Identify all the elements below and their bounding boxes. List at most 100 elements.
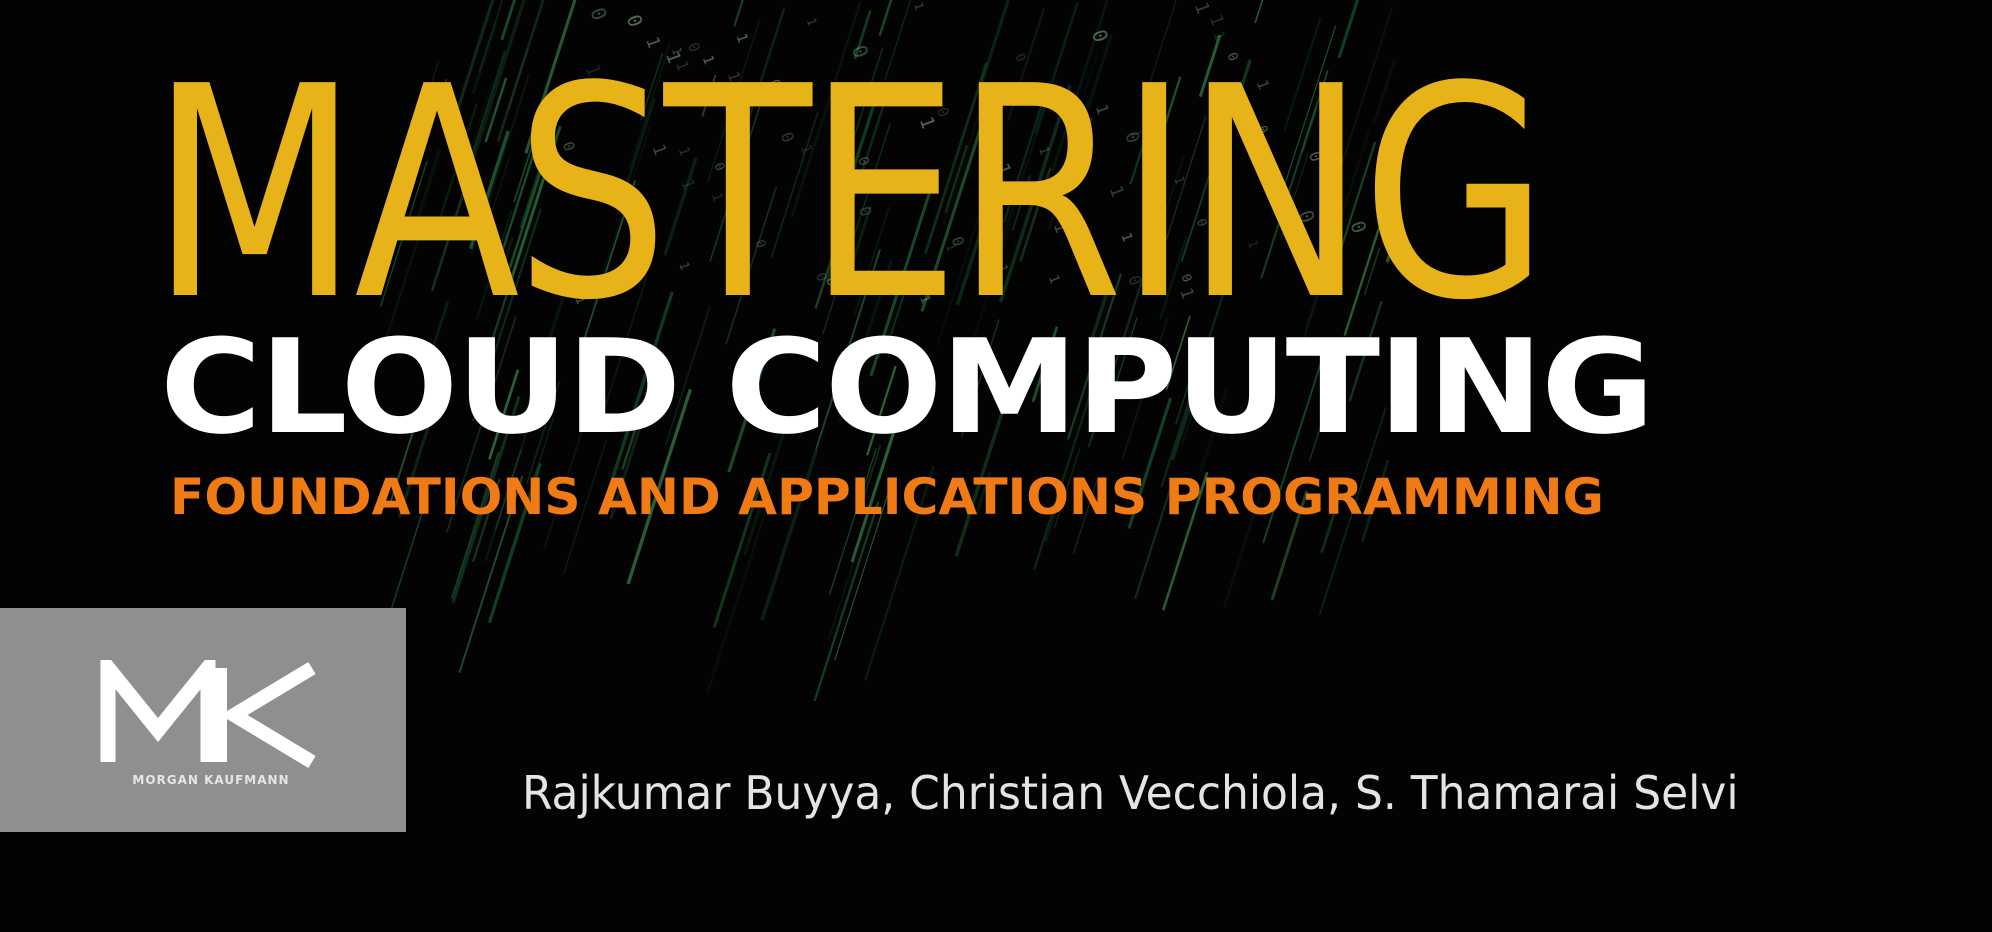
rain-streak xyxy=(482,289,516,390)
rain-streak xyxy=(484,367,549,562)
rain-streak xyxy=(965,184,1024,362)
rain-streak xyxy=(1053,446,1081,529)
rain-streak xyxy=(815,248,881,450)
rain-streak xyxy=(1262,346,1327,544)
rain-streak xyxy=(1373,59,1397,123)
rain-streak xyxy=(1223,493,1262,608)
rain-streak xyxy=(955,232,982,306)
rain-streak xyxy=(746,6,786,124)
rain-streak xyxy=(456,0,495,109)
rain-streak xyxy=(990,92,1051,273)
rain-streak xyxy=(430,166,473,292)
rain-streak xyxy=(975,471,992,516)
rain-streak xyxy=(1281,25,1337,194)
rain-streak xyxy=(853,10,872,60)
rain-streak xyxy=(1051,0,1109,172)
rain-streak xyxy=(1089,292,1109,342)
rain-streak xyxy=(521,285,569,423)
title-main: MASTERING xyxy=(150,24,1549,364)
rain-streak xyxy=(954,388,1012,557)
rain-streak xyxy=(841,47,884,175)
rain-streak xyxy=(1360,459,1390,542)
rain-streak xyxy=(1146,76,1182,180)
rain-streak xyxy=(1304,129,1371,330)
rain-streak xyxy=(814,170,861,309)
rain-streak xyxy=(1108,317,1138,407)
rain-streak xyxy=(1127,397,1173,530)
rain-streak xyxy=(853,206,891,316)
rain-streak xyxy=(790,1,862,218)
rain-streak xyxy=(920,124,983,312)
rain-glyph: 1 xyxy=(1190,0,1213,17)
rain-streak xyxy=(841,205,873,294)
rain-streak xyxy=(379,232,422,356)
rain-streak xyxy=(469,84,492,152)
rain-streak xyxy=(760,449,819,621)
rain-streak xyxy=(450,451,500,599)
rain-streak xyxy=(496,0,545,142)
rain-streak xyxy=(936,150,1001,346)
rain-streak xyxy=(1066,273,1123,440)
rain-streak xyxy=(770,111,819,259)
rain-streak xyxy=(828,448,877,595)
rain-streak xyxy=(838,259,893,423)
rain-streak xyxy=(1270,490,1309,601)
rain-streak xyxy=(707,18,761,183)
rain-streak xyxy=(600,291,674,511)
rain-streak xyxy=(1087,355,1103,399)
rain-streak xyxy=(1336,141,1377,262)
rain-streak xyxy=(866,365,897,456)
rain-streak xyxy=(471,20,498,95)
rain-streak xyxy=(1034,2,1079,134)
rain-streak xyxy=(944,144,968,213)
rain-streak xyxy=(1160,273,1231,488)
rain-streak xyxy=(640,52,664,121)
rain-streak xyxy=(1121,318,1169,459)
rain-streak xyxy=(451,395,521,604)
rain-streak xyxy=(507,48,529,111)
rain-streak xyxy=(597,276,648,427)
rain-streak xyxy=(864,466,935,681)
rain-streak xyxy=(379,161,428,308)
rain-streak xyxy=(1318,407,1387,616)
rain-streak xyxy=(1153,156,1185,250)
rain-streak xyxy=(1011,174,1032,232)
rain-streak xyxy=(960,319,1000,437)
rain-streak xyxy=(1348,300,1383,402)
rain-streak xyxy=(470,74,530,254)
rain-streak xyxy=(1181,150,1218,262)
rain-streak xyxy=(582,180,636,345)
rain-streak xyxy=(1198,389,1229,472)
rain-streak xyxy=(543,405,591,550)
rain-streak xyxy=(445,316,517,533)
rain-streak xyxy=(397,399,439,518)
rain-streak xyxy=(509,125,562,283)
rain-streak xyxy=(834,487,891,661)
rain-glyph: 0 xyxy=(585,4,611,23)
rain-streak xyxy=(591,125,651,309)
rain-streak xyxy=(1302,257,1331,343)
rain-streak xyxy=(1337,0,1360,59)
rain-streak xyxy=(500,0,517,41)
rain-streak xyxy=(621,373,655,470)
rain-streak xyxy=(1216,59,1252,163)
rain-glyph: 1 xyxy=(572,294,588,306)
rain-streak xyxy=(501,417,555,578)
rain-streak xyxy=(701,74,717,117)
rain-streak xyxy=(712,452,772,628)
rain-streak xyxy=(609,364,662,520)
rain-streak xyxy=(1283,18,1322,132)
rain-streak xyxy=(562,438,608,575)
rain-streak xyxy=(1134,477,1175,600)
rain-streak xyxy=(878,0,893,37)
rain-streak xyxy=(463,0,526,184)
rain-streak xyxy=(1300,107,1318,153)
rain-streak xyxy=(494,449,522,530)
rain-streak xyxy=(1161,471,1209,611)
rain-streak xyxy=(1068,116,1093,189)
rain-streak xyxy=(1019,167,1052,262)
rain-streak xyxy=(519,95,565,229)
rain-streak xyxy=(524,0,577,154)
rain-streak xyxy=(628,42,671,170)
